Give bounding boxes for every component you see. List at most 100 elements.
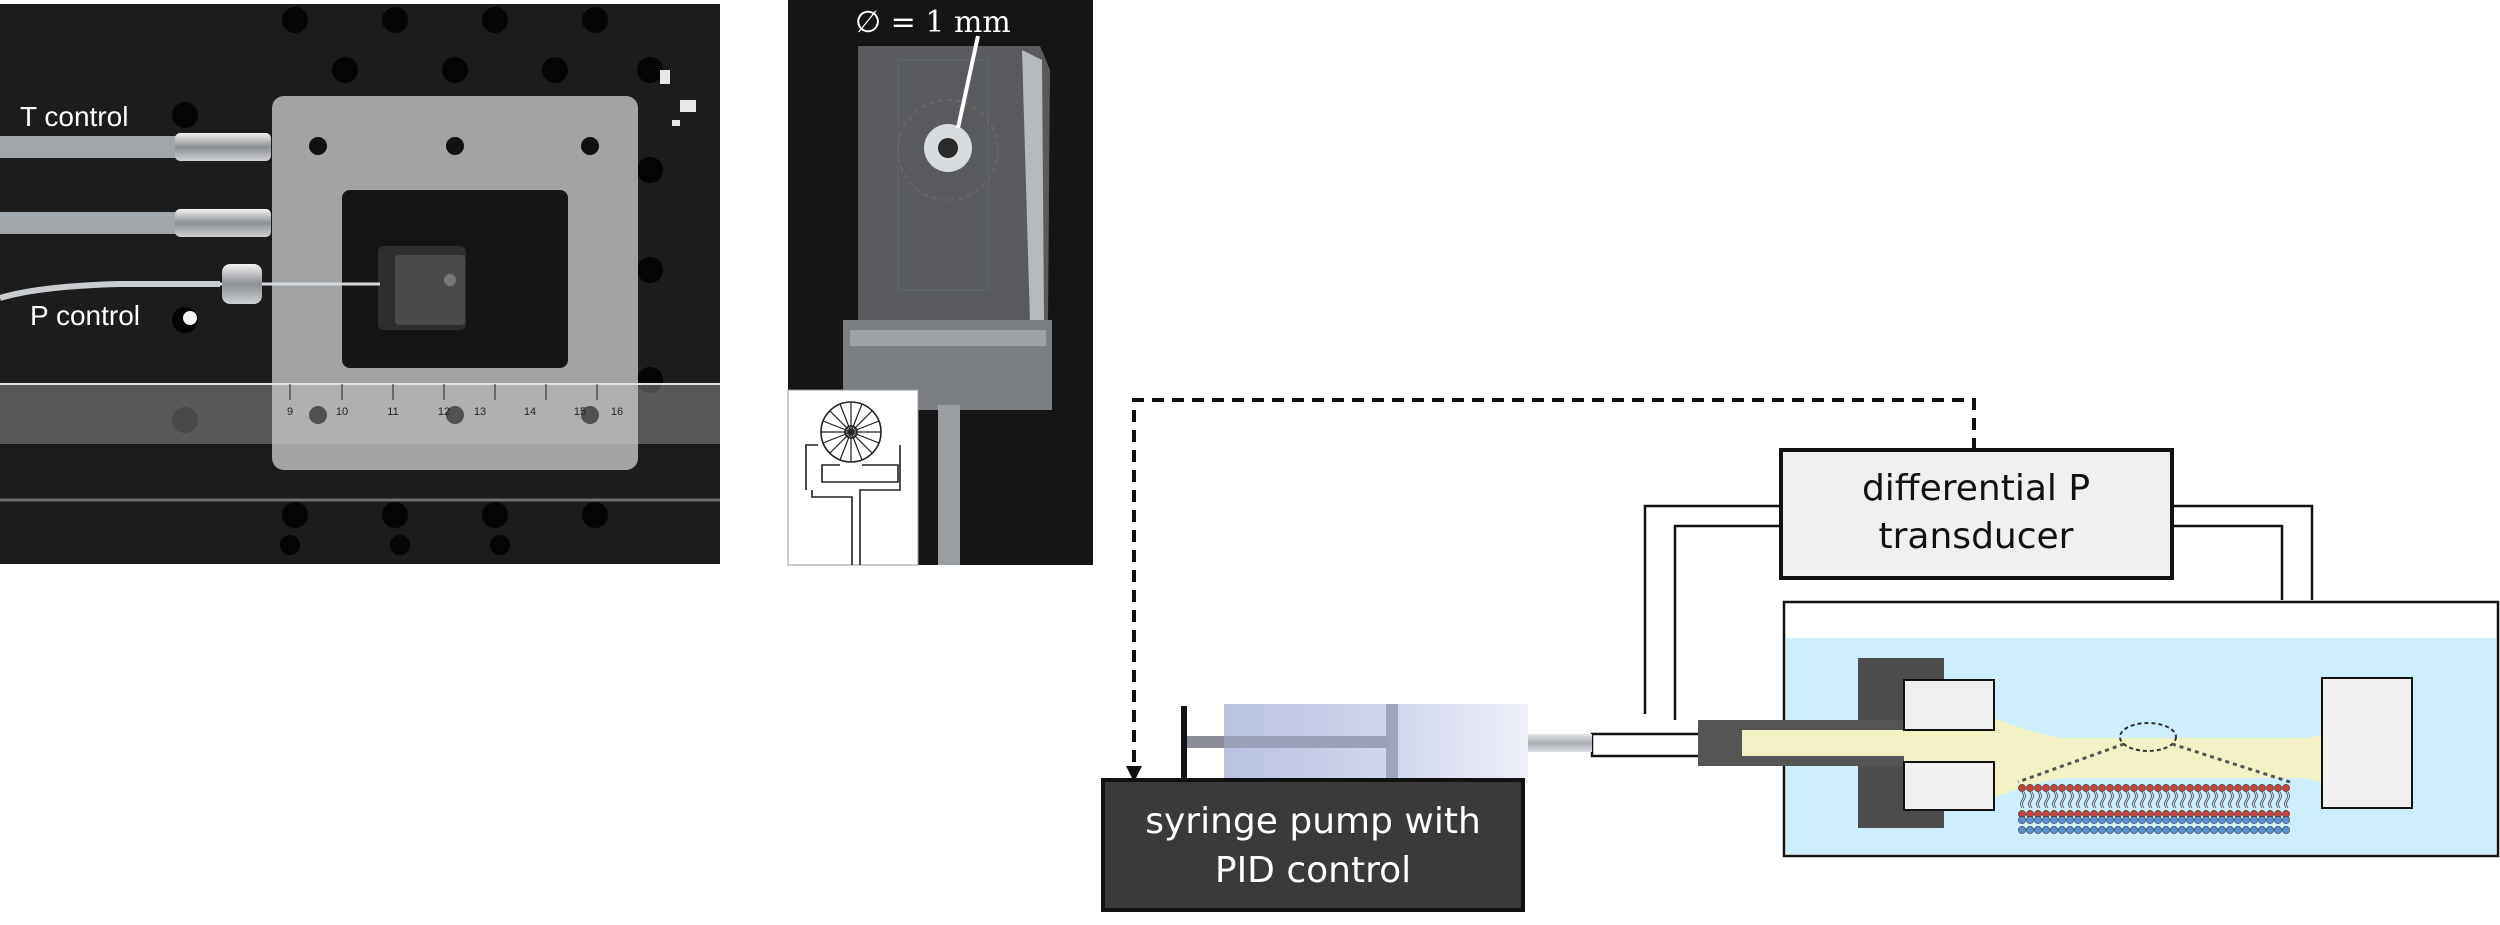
outlet-connector (1590, 732, 1704, 758)
lipid-head (2098, 784, 2106, 792)
transducer-label-line1: differential P (1862, 468, 2090, 509)
lipid-head (2066, 784, 2074, 792)
lipid-head (2242, 816, 2250, 824)
lipid-head (2186, 784, 2194, 792)
lipid-tail (2204, 791, 2210, 809)
lipid-head (2234, 816, 2242, 824)
lipid-head (2074, 826, 2082, 834)
lipid-head (2114, 826, 2122, 834)
lipid-tail (2180, 791, 2186, 809)
lipid-head (2234, 784, 2242, 792)
glass-slide (858, 46, 1050, 330)
lipid-tail (2244, 791, 2250, 809)
lipid-tail (2164, 791, 2170, 809)
lipid-head (2058, 784, 2066, 792)
lipid-head (2218, 816, 2226, 824)
lipid-head (2202, 826, 2210, 834)
tube-t-lower-fitting (175, 209, 271, 237)
pump-label-line1: syringe pump with (1145, 801, 1481, 842)
lipid-head (2178, 784, 2186, 792)
lipid-head (2154, 784, 2162, 792)
chip-photo: ∅ = 1 mm (787, 0, 1093, 566)
inset-drawing (805, 401, 901, 565)
lipid-head (2106, 784, 2114, 792)
lipid-head (2210, 826, 2218, 834)
lipid-head (2282, 816, 2290, 824)
feedback-arrowhead (1126, 766, 1142, 782)
lipid-head (2194, 784, 2202, 792)
chip-port (444, 274, 456, 286)
lipid-head (2210, 816, 2218, 824)
lipid-head (2162, 816, 2170, 824)
lipid-tail (2124, 791, 2130, 809)
lipid-head (2058, 826, 2066, 834)
ruler-tick-label: 10 (336, 406, 348, 418)
feedback-line (1132, 398, 1976, 770)
lipid-tail (2188, 791, 2194, 809)
lipid-head (2258, 826, 2266, 834)
ruler-tick-label: 9 (287, 406, 293, 418)
lipid-head (2186, 826, 2194, 834)
lipid-head (2082, 816, 2090, 824)
lipid-head (2138, 826, 2146, 834)
lipid-head (2226, 826, 2234, 834)
lipid-head (2034, 826, 2042, 834)
ruler-tick-label: 13 (474, 406, 486, 418)
lipid-head (2090, 784, 2098, 792)
lipid-head (2202, 816, 2210, 824)
lipid-head (2234, 826, 2242, 834)
lipid-head (2226, 784, 2234, 792)
needle-p-knob (222, 264, 262, 304)
lipid-tail (2060, 791, 2066, 809)
capillary-liquid (1742, 730, 1908, 756)
lipid-head (2210, 784, 2218, 792)
syringe-nozzle (1528, 734, 1592, 752)
rod (938, 405, 960, 565)
channel-outline (897, 59, 989, 291)
lipid-head (2106, 816, 2114, 824)
lipid-head (2042, 784, 2050, 792)
lipid-head (2170, 826, 2178, 834)
ruler-tick-label: 12 (438, 406, 450, 418)
lipid-tail (2076, 791, 2082, 809)
lipid-head (2018, 784, 2026, 792)
inlet-hole (938, 138, 958, 158)
lipid-head (2026, 784, 2034, 792)
chip-block (395, 255, 465, 325)
ruler-tick-label: 15 (574, 406, 586, 418)
zoom-line-left (2017, 742, 2125, 784)
lipid-head (2170, 784, 2178, 792)
lipid-head (2186, 816, 2194, 824)
zoom-region (2119, 722, 2177, 752)
lipid-head (2106, 826, 2114, 834)
lipid-tail (2260, 791, 2266, 809)
lipid-head (2066, 826, 2074, 834)
lipid-tail (2212, 791, 2218, 809)
setup-photo: 9 10 11 12 13 14 15 16 T control P contr… (0, 4, 720, 564)
tube-p (0, 281, 220, 301)
lipid-head (2218, 784, 2226, 792)
wire-left-inner (1673, 524, 1780, 720)
lipid-head (2258, 816, 2266, 824)
speckles (660, 70, 696, 126)
lipid-tail (2220, 791, 2226, 809)
lipid-head (2178, 826, 2186, 834)
lipid-head (2146, 784, 2154, 792)
lipid-head (2018, 816, 2026, 824)
lipid-head (2122, 816, 2130, 824)
lipid-head (2274, 816, 2282, 824)
transducer-label-line2: transducer (1879, 516, 2074, 557)
lipid-head (2266, 826, 2274, 834)
ruler-tick-label: 16 (611, 406, 623, 418)
lipid-head (2266, 816, 2274, 824)
chamber-block-bottom (1903, 761, 1995, 811)
lipid-head (2282, 826, 2290, 834)
lipid-head (2250, 816, 2258, 824)
right-block (2321, 677, 2413, 809)
lipid-head (2058, 816, 2066, 824)
lipid-tail (2028, 791, 2034, 809)
tube-t-upper (0, 136, 180, 158)
wire-right-outer (2172, 504, 2314, 600)
schematic: differential P transducer syringe pump w… (1101, 398, 2500, 912)
lipid-head (2122, 826, 2130, 834)
